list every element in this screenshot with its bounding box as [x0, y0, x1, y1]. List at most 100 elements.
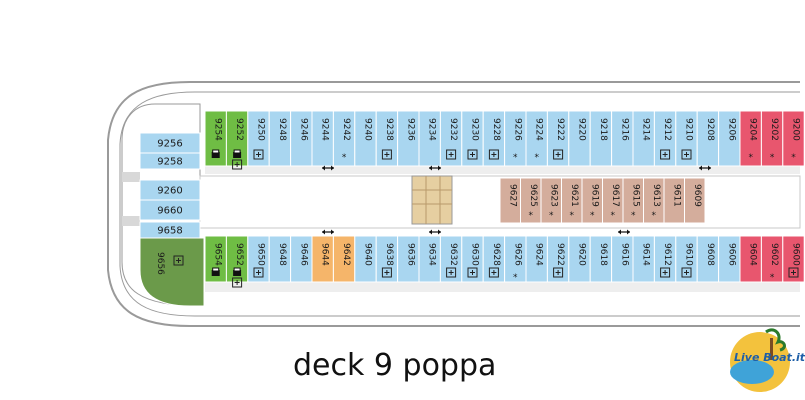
cabin-9226[interactable]: 9226*: [504, 110, 527, 167]
cabin-9254[interactable]: 9254: [204, 110, 227, 167]
cabin-9208[interactable]: 9208: [696, 110, 720, 167]
cabin-9600[interactable]: 9600: [782, 235, 805, 283]
cabin-9625[interactable]: 9625*: [520, 177, 542, 224]
cabin-9624[interactable]: 9624: [525, 235, 548, 283]
cabin-9220[interactable]: 9220: [568, 110, 591, 167]
cabin-9200[interactable]: 9200*: [782, 110, 805, 167]
cabin-9654[interactable]: 9654: [204, 235, 227, 283]
cabin-9644[interactable]: 9644: [311, 235, 334, 283]
cabin-9622[interactable]: 9622: [546, 235, 570, 283]
cabin-9650[interactable]: 9650: [247, 235, 270, 283]
cabin-9634[interactable]: 9634: [418, 235, 441, 283]
cabin-9660[interactable]: 9660: [139, 199, 201, 221]
cabin-9228[interactable]: 9228: [482, 110, 506, 167]
cabin-number: 9258: [157, 157, 182, 168]
cabin-9626[interactable]: 9626*: [504, 235, 527, 283]
cabin-9214[interactable]: 9214: [632, 110, 655, 167]
cabin-9238[interactable]: 9238: [375, 110, 399, 167]
cabin-number: 9604: [748, 243, 758, 266]
cabin-number: 9218: [598, 118, 608, 141]
cabin-9611[interactable]: 9611: [663, 177, 685, 224]
cabin-9648[interactable]: 9648: [268, 235, 292, 283]
cabin-9620[interactable]: 9620: [568, 235, 591, 283]
cabin-9610[interactable]: 9610: [675, 235, 698, 283]
bunk-bed-icon: [467, 267, 478, 278]
cabin-number: 9636: [405, 243, 415, 266]
bunk-bed-icon: [467, 149, 478, 160]
bunk-bed-icon: [660, 267, 671, 278]
cabin-9224[interactable]: 9224*: [525, 110, 548, 167]
cabin-9244[interactable]: 9244: [311, 110, 334, 167]
cabin-9204[interactable]: 9204*: [739, 110, 762, 167]
cabin-9602[interactable]: 9602*: [760, 235, 784, 283]
cabin-9212[interactable]: 9212: [653, 110, 677, 167]
cabin-9658[interactable]: 9658: [139, 221, 201, 239]
cabin-9232[interactable]: 9232: [439, 110, 463, 167]
cabin-9616[interactable]: 9616: [611, 235, 634, 283]
cabin-9627[interactable]: 9627: [499, 177, 521, 224]
cabin-9621[interactable]: 9621*: [561, 177, 583, 224]
cabin-number: 9200: [791, 118, 801, 141]
cabin-9646[interactable]: 9646: [290, 235, 313, 283]
cabin-9202[interactable]: 9202*: [760, 110, 784, 167]
top-strip: [205, 166, 800, 174]
cabin-9256[interactable]: 9256: [139, 132, 201, 154]
logo-wave-icon: [730, 360, 774, 384]
cabin-9222[interactable]: 9222: [546, 110, 570, 167]
cabin-9614[interactable]: 9614: [632, 235, 655, 283]
cabin-9617[interactable]: 9617*: [602, 177, 624, 224]
cabin-9236[interactable]: 9236: [397, 110, 420, 167]
bunk-bed-icon: [681, 267, 692, 278]
cabin-9258[interactable]: 9258: [139, 152, 201, 170]
cabin-number: 9220: [577, 118, 587, 141]
cabin-9615[interactable]: 9615*: [622, 177, 644, 224]
cabin-9206[interactable]: 9206: [718, 110, 741, 167]
cabin-9604[interactable]: 9604: [739, 235, 762, 283]
cabin-number: 9608: [705, 243, 715, 266]
cabin-number: 9210: [684, 118, 694, 141]
cabin-9250[interactable]: 9250: [247, 110, 270, 167]
cabin-9252[interactable]: 9252: [225, 110, 249, 170]
cabin-9656[interactable]: 9656: [139, 237, 205, 307]
cabin-number: 9658: [157, 226, 182, 237]
cabin-9234[interactable]: 9234: [418, 110, 441, 167]
cabin-9606[interactable]: 9606: [718, 235, 741, 283]
cabin-9618[interactable]: 9618: [589, 235, 613, 283]
cabin-9608[interactable]: 9608: [696, 235, 720, 283]
cabin-9242[interactable]: 9242*: [332, 110, 356, 167]
cabin-9246[interactable]: 9246: [290, 110, 313, 167]
cabin-9630[interactable]: 9630: [461, 235, 484, 283]
cabin-9632[interactable]: 9632: [439, 235, 463, 283]
cabin-9652[interactable]: 9652: [225, 235, 249, 288]
cabin-number: 9632: [448, 243, 458, 266]
cabin-number: 9642: [341, 243, 351, 266]
cabin-9638[interactable]: 9638: [375, 235, 399, 283]
bunk-bed-icon: [381, 267, 392, 278]
cabin-9623[interactable]: 9623*: [540, 177, 562, 224]
cabin-number: 9627: [507, 184, 517, 207]
cabin-number: 9610: [684, 243, 694, 266]
cabin-9640[interactable]: 9640: [354, 235, 377, 283]
cabin-9240[interactable]: 9240: [354, 110, 377, 167]
cabin-9210[interactable]: 9210: [675, 110, 698, 167]
cabin-number: 9613: [651, 184, 661, 207]
cabin-9218[interactable]: 9218: [589, 110, 613, 167]
star-icon: *: [770, 153, 775, 163]
cabin-9613[interactable]: 9613*: [643, 177, 665, 224]
cabin-9248[interactable]: 9248: [268, 110, 292, 167]
cabin-9612[interactable]: 9612: [653, 235, 677, 283]
cabin-9628[interactable]: 9628: [482, 235, 506, 283]
cabin-9216[interactable]: 9216: [611, 110, 634, 167]
cabin-9642[interactable]: 9642: [332, 235, 356, 283]
corridor-arrows: [322, 165, 711, 235]
cabin-9636[interactable]: 9636: [397, 235, 420, 283]
cabin-9260[interactable]: 9260: [139, 179, 201, 201]
cabin-9609[interactable]: 9609: [684, 177, 706, 224]
cabin-number: 9254: [213, 118, 223, 141]
cabin-number: 9244: [320, 118, 330, 141]
star-icon: *: [534, 153, 539, 163]
cabin-9230[interactable]: 9230: [461, 110, 484, 167]
cabin-9619[interactable]: 9619*: [581, 177, 603, 224]
cabin-number: 9612: [662, 243, 672, 266]
